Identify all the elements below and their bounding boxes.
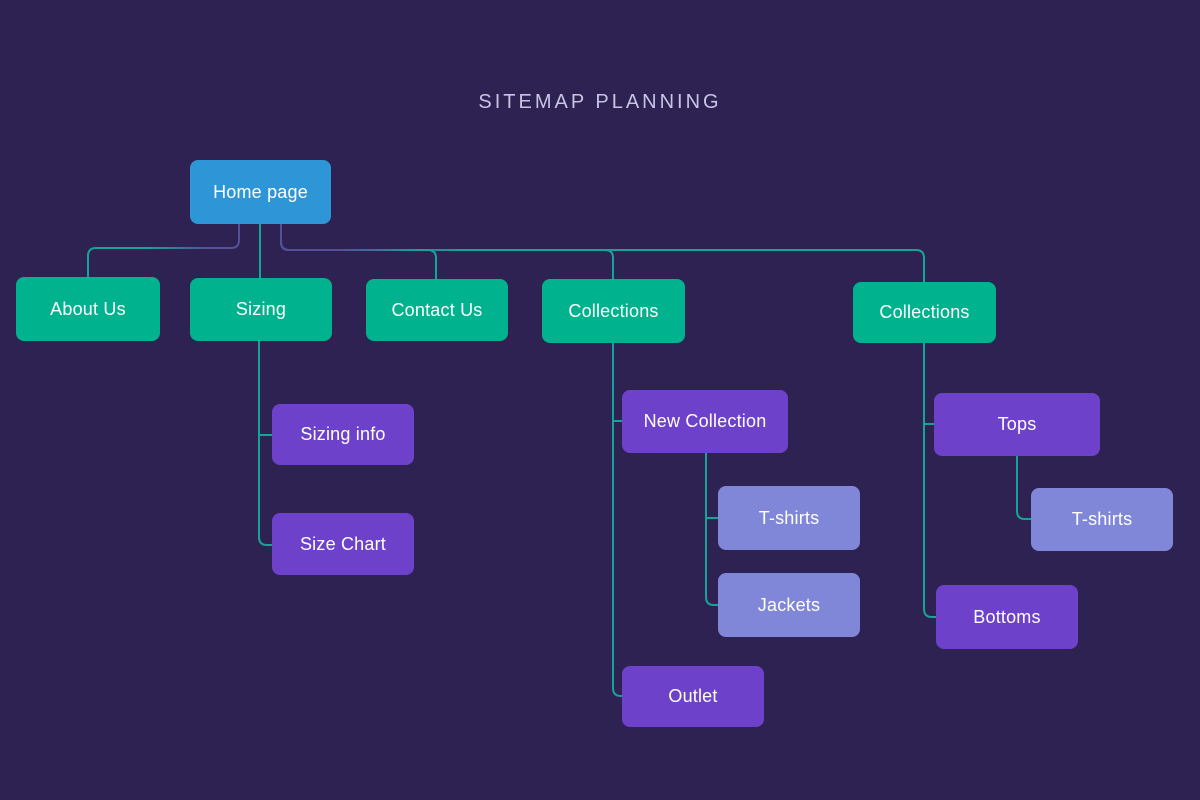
- connector-sizing-size-chart: [258, 341, 272, 546]
- connector-collections2-bottoms: [923, 343, 936, 618]
- node-label: Contact Us: [391, 299, 483, 320]
- node-tops[interactable]: Tops: [934, 393, 1100, 456]
- connector-home-collections2: [280, 224, 925, 282]
- node-label: Home page: [213, 181, 308, 202]
- node-jackets[interactable]: Jackets: [718, 573, 860, 637]
- node-label: New Collection: [643, 411, 767, 431]
- node-label: Collections: [568, 300, 659, 321]
- node-label: Size Chart: [299, 533, 387, 554]
- node-size-chart[interactable]: Size Chart: [272, 513, 414, 575]
- node-contact-us[interactable]: Contact Us: [366, 279, 508, 341]
- node-new-collection[interactable]: New Collection: [622, 390, 788, 453]
- node-label: Sizing info: [300, 424, 386, 444]
- connector-tops-tshirts: [1016, 456, 1031, 520]
- node-about-us[interactable]: About Us: [16, 277, 160, 341]
- connector-home-contact: [280, 224, 437, 279]
- node-home-page[interactable]: Home page: [190, 160, 331, 224]
- node-label: T-shirts: [1071, 509, 1133, 529]
- node-collections-middle[interactable]: Collections: [542, 279, 685, 343]
- node-label: Tops: [997, 414, 1037, 434]
- node-sizing[interactable]: Sizing: [190, 278, 332, 341]
- node-label: Collections: [879, 302, 970, 322]
- node-label: Bottoms: [973, 606, 1041, 627]
- connector-home-collections1: [280, 224, 614, 279]
- node-sizing-info[interactable]: Sizing info: [272, 404, 414, 465]
- node-label: Outlet: [668, 686, 718, 706]
- node-label: Sizing: [235, 299, 287, 319]
- node-label: About Us: [50, 298, 126, 319]
- node-label: T-shirts: [758, 507, 820, 528]
- connector-home-about: [87, 224, 240, 277]
- node-bottoms[interactable]: Bottoms: [936, 585, 1078, 649]
- page-title: SITEMAP PLANNING: [478, 91, 722, 113]
- node-tshirts-middle[interactable]: T-shirts: [718, 486, 860, 550]
- node-outlet[interactable]: Outlet: [622, 666, 764, 727]
- node-collections-right[interactable]: Collections: [853, 282, 996, 343]
- node-tshirts-right[interactable]: T-shirts: [1031, 488, 1173, 551]
- node-label: Jackets: [757, 594, 821, 615]
- connector-new-collection-jackets: [705, 453, 718, 606]
